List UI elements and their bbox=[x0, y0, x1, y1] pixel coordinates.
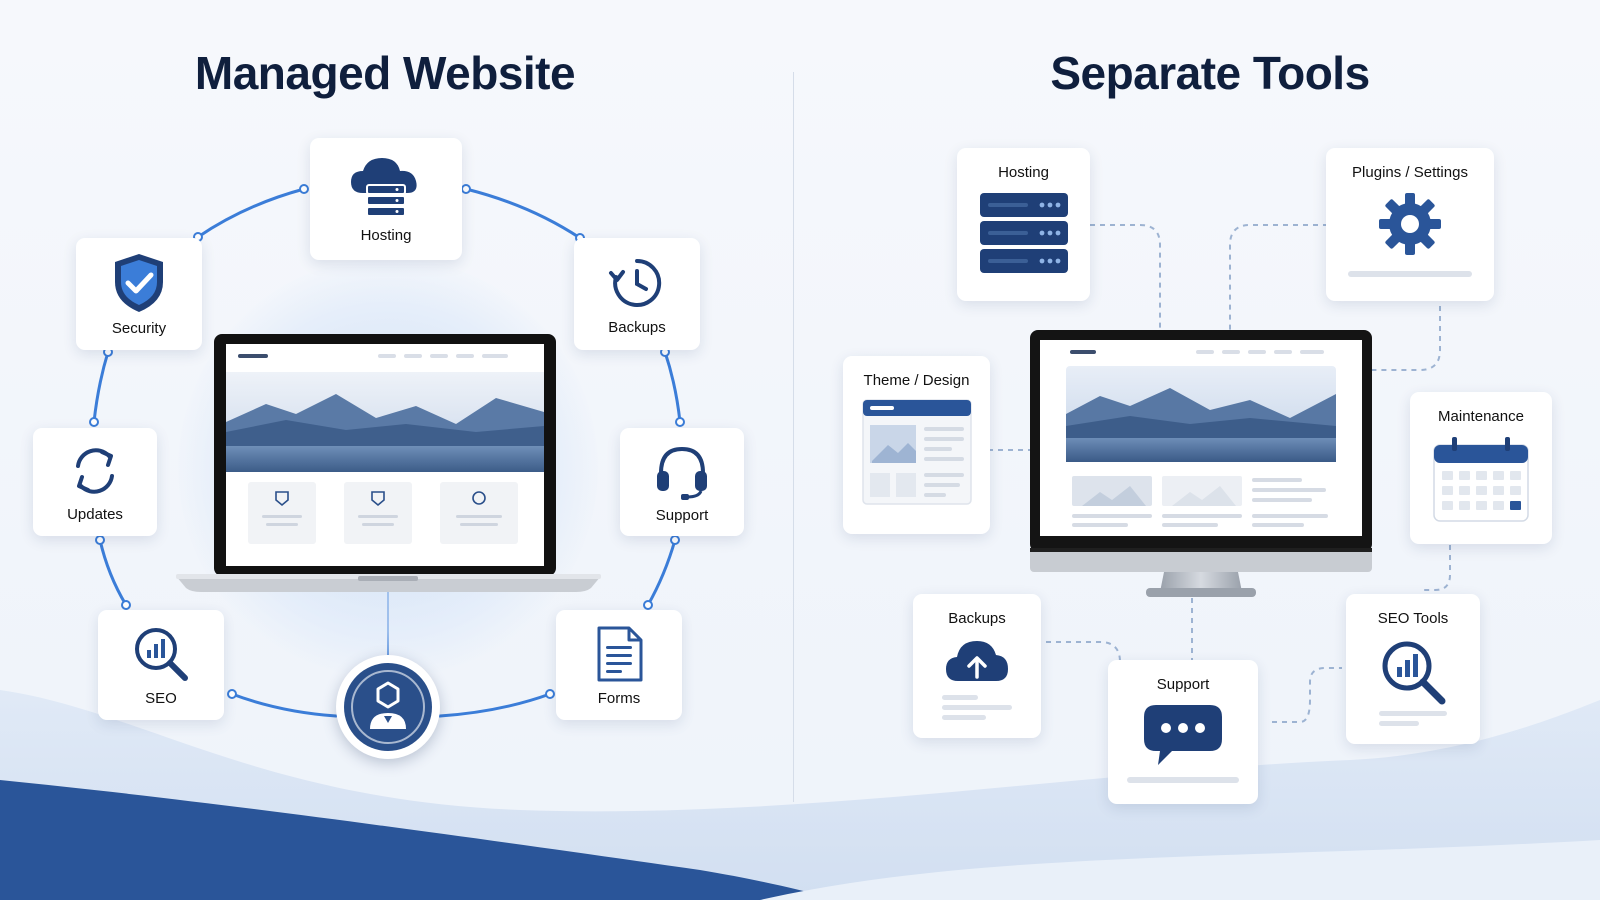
tool-card-lines bbox=[1379, 711, 1447, 726]
tool-card-hosting[interactable]: Hosting bbox=[957, 148, 1090, 301]
service-card-updates[interactable]: Updates bbox=[33, 428, 157, 536]
tool-label: Theme / Design bbox=[863, 372, 970, 389]
tool-label: Backups bbox=[948, 610, 1006, 627]
separate-tools-connectors bbox=[988, 224, 1460, 723]
service-label: Updates bbox=[67, 505, 123, 523]
service-card-backups[interactable]: Backups bbox=[574, 238, 700, 350]
tool-label: Support bbox=[1156, 676, 1210, 693]
tool-card-line bbox=[1348, 271, 1472, 277]
tool-label: Hosting bbox=[998, 164, 1049, 181]
section-divider bbox=[793, 72, 794, 802]
service-label: Backups bbox=[608, 318, 666, 336]
clock-refresh-icon bbox=[609, 258, 662, 307]
service-label: Security bbox=[111, 319, 167, 337]
desktop-monitor-illustration bbox=[1030, 330, 1372, 597]
managed-hub bbox=[336, 655, 440, 759]
service-card-security[interactable]: Security bbox=[76, 238, 202, 350]
tool-card-lines bbox=[942, 695, 1012, 720]
seo-magnifier-icon bbox=[135, 627, 188, 681]
cloud-server-icon bbox=[351, 157, 417, 217]
service-label: Forms bbox=[597, 689, 641, 707]
calendar-icon bbox=[1433, 437, 1529, 522]
separate-tools-title: Separate Tools bbox=[1050, 47, 1370, 99]
refresh-arrows-icon bbox=[76, 447, 114, 494]
gear-icon bbox=[1379, 193, 1441, 255]
tool-card-seo-tools[interactable]: SEO Tools bbox=[1346, 594, 1480, 744]
laptop-illustration bbox=[176, 334, 601, 592]
tool-card-support[interactable]: Support bbox=[1108, 660, 1258, 804]
service-label: SEO bbox=[145, 689, 177, 707]
headset-icon bbox=[657, 446, 707, 500]
tool-label: SEO Tools bbox=[1377, 610, 1449, 627]
tool-card-maintenance[interactable]: Maintenance bbox=[1410, 392, 1552, 544]
layout-template-icon bbox=[861, 399, 972, 505]
service-label: Hosting bbox=[360, 226, 412, 244]
server-rack-icon bbox=[979, 193, 1068, 273]
seo-magnifier-icon bbox=[1382, 641, 1446, 705]
service-card-forms[interactable]: Forms bbox=[556, 610, 682, 720]
form-document-icon bbox=[597, 626, 643, 681]
tool-card-backups[interactable]: Backups bbox=[913, 594, 1041, 738]
tool-card-theme-design[interactable]: Theme / Design bbox=[843, 356, 990, 534]
service-card-support[interactable]: Support bbox=[620, 428, 744, 536]
tool-card-plugins-settings[interactable]: Plugins / Settings bbox=[1326, 148, 1494, 301]
tool-card-line bbox=[1127, 777, 1239, 783]
service-card-seo[interactable]: SEO bbox=[98, 610, 224, 720]
chat-bubble-icon bbox=[1144, 705, 1222, 765]
shield-check-icon bbox=[115, 253, 163, 312]
tool-label: Plugins / Settings bbox=[1352, 164, 1468, 181]
service-card-hosting[interactable]: Hosting bbox=[310, 138, 462, 260]
cloud-upload-icon bbox=[946, 641, 1008, 681]
managed-user-icon bbox=[344, 663, 432, 751]
tool-label: Maintenance bbox=[1438, 408, 1524, 425]
service-label: Support bbox=[655, 506, 709, 524]
managed-website-title: Managed Website bbox=[194, 47, 576, 99]
